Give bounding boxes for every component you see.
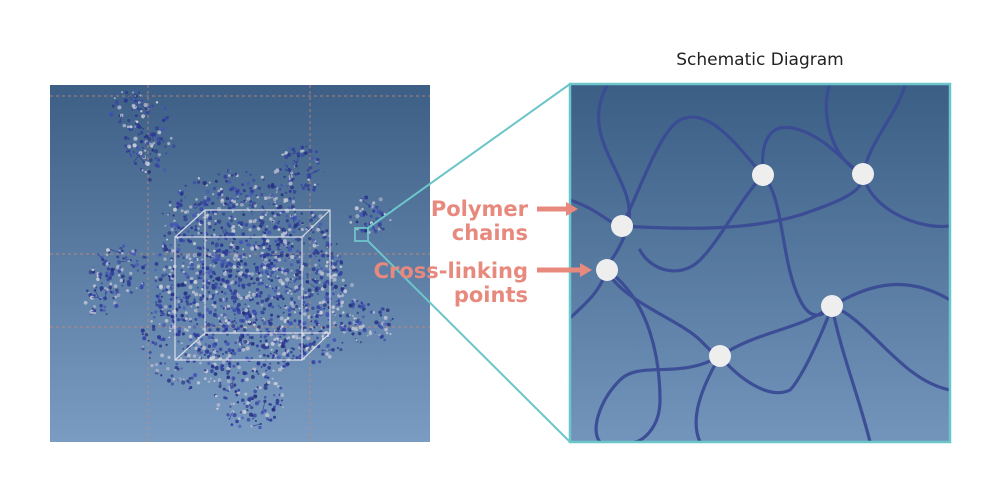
polymer-chain	[830, 304, 872, 442]
polymer-chain	[830, 304, 950, 392]
polymer-chains	[570, 84, 950, 442]
cross-linking-points	[596, 163, 874, 367]
arrow-cross-linking-points	[537, 263, 592, 277]
cross-link-node	[611, 215, 633, 237]
polymer-chain	[824, 84, 865, 176]
zoom-connector-lines	[367, 83, 571, 443]
polymer-chain	[638, 173, 765, 273]
polymer-chain	[718, 304, 834, 395]
simulation-box	[174, 209, 331, 361]
cross-link-node	[821, 295, 843, 317]
polymer-chain	[861, 172, 950, 229]
cross-linking-label-line1: Cross-linking	[373, 259, 528, 283]
polymer-chain	[605, 268, 662, 442]
polymer-chain	[570, 172, 865, 230]
polymer-chain	[861, 84, 907, 176]
pointer-arrows	[537, 202, 592, 277]
schematic-title: Schematic Diagram	[676, 50, 844, 70]
polymer-chain	[694, 354, 722, 442]
cross-link-node	[752, 164, 774, 186]
polymer-chains-label: Polymer chains	[380, 197, 528, 245]
cross-linking-points-label: Cross-linking points	[340, 259, 528, 307]
cross-link-node	[596, 259, 618, 281]
cross-link-node	[852, 163, 874, 185]
polymer-chains-label-line1: Polymer	[430, 197, 528, 221]
schematic-frame	[568, 82, 952, 444]
polymer-chains-label-line2: chains	[451, 221, 528, 245]
schematic-panel	[568, 82, 952, 444]
polymer-chain	[594, 354, 722, 442]
simulation-panel	[50, 85, 430, 442]
cross-linking-label-line2: points	[453, 283, 528, 307]
zoom-region-marker	[354, 227, 369, 242]
cross-link-node	[709, 345, 731, 367]
polymer-molecule-cluster	[83, 89, 394, 430]
arrow-polymer-chains	[537, 202, 578, 216]
polymer-chain	[570, 265, 722, 358]
schematic-background	[570, 84, 950, 442]
